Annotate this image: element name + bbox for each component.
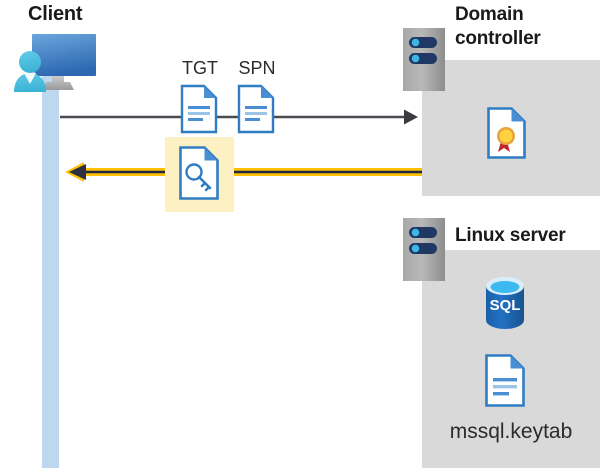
- linux-server-rack-icon: [403, 218, 445, 281]
- spn-label: SPN: [238, 58, 276, 78]
- sql-database-icon: SQL: [483, 277, 527, 329]
- spn-document-icon: [237, 84, 275, 134]
- keytab-filename-label: mssql.keytab: [449, 420, 573, 443]
- document-key-icon: [178, 145, 220, 201]
- certificate-document-icon: [486, 106, 527, 160]
- tgt-document-icon: [180, 84, 218, 134]
- request-arrow: [60, 108, 420, 126]
- keytab-document-icon: [484, 353, 526, 408]
- domain-controller-server-rack-icon: [403, 28, 445, 91]
- tgt-label: TGT: [182, 58, 218, 78]
- client-title: Client: [28, 3, 83, 25]
- client-lifeline: [42, 70, 59, 468]
- linux-server-title: Linux server: [455, 225, 566, 246]
- response-arrow: [60, 160, 425, 184]
- workstation-user-icon: [8, 26, 100, 96]
- sql-badge-text: SQL: [490, 297, 521, 314]
- domain-controller-title: Domain controller: [455, 4, 541, 49]
